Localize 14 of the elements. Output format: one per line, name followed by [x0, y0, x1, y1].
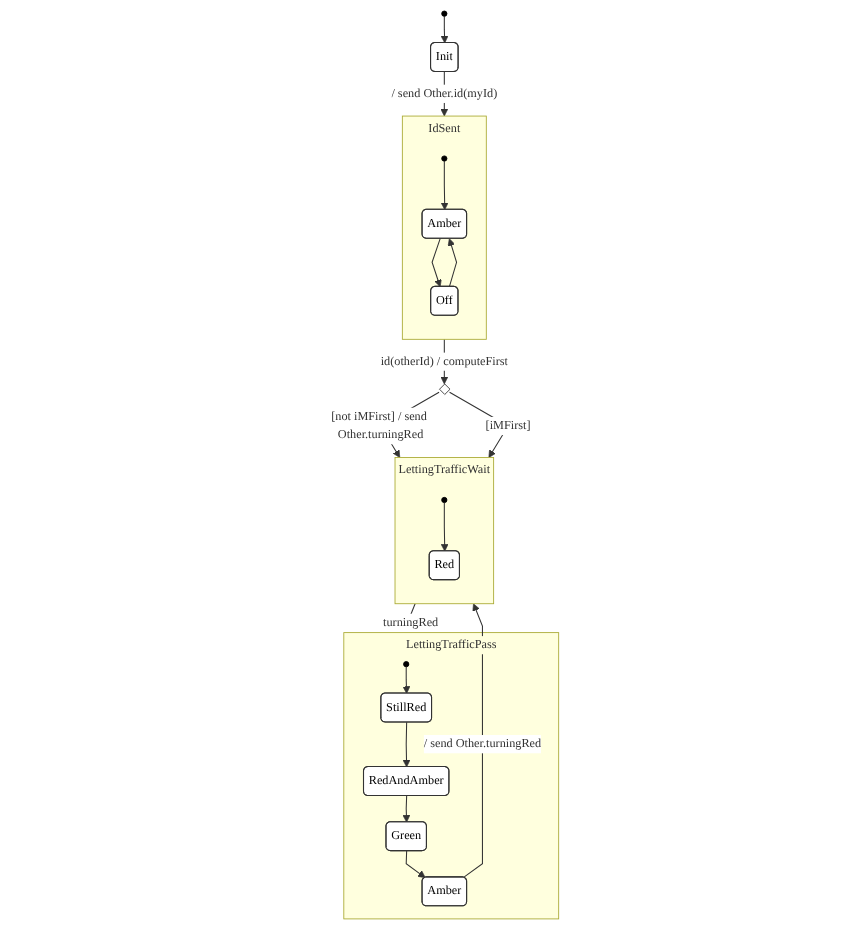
node-circle	[440, 496, 447, 504]
arrow	[404, 850, 425, 878]
arrow	[439, 502, 448, 552]
arrow	[439, 15, 448, 44]
arrow	[439, 160, 448, 211]
arrow	[430, 238, 441, 288]
arrow	[401, 721, 410, 768]
arrow	[401, 666, 410, 694]
arrow	[401, 795, 410, 823]
node-circle	[402, 661, 409, 668]
node-circle	[440, 155, 447, 162]
node-diamond	[438, 383, 450, 395]
arrow	[446, 238, 457, 288]
node-circle	[440, 10, 447, 17]
